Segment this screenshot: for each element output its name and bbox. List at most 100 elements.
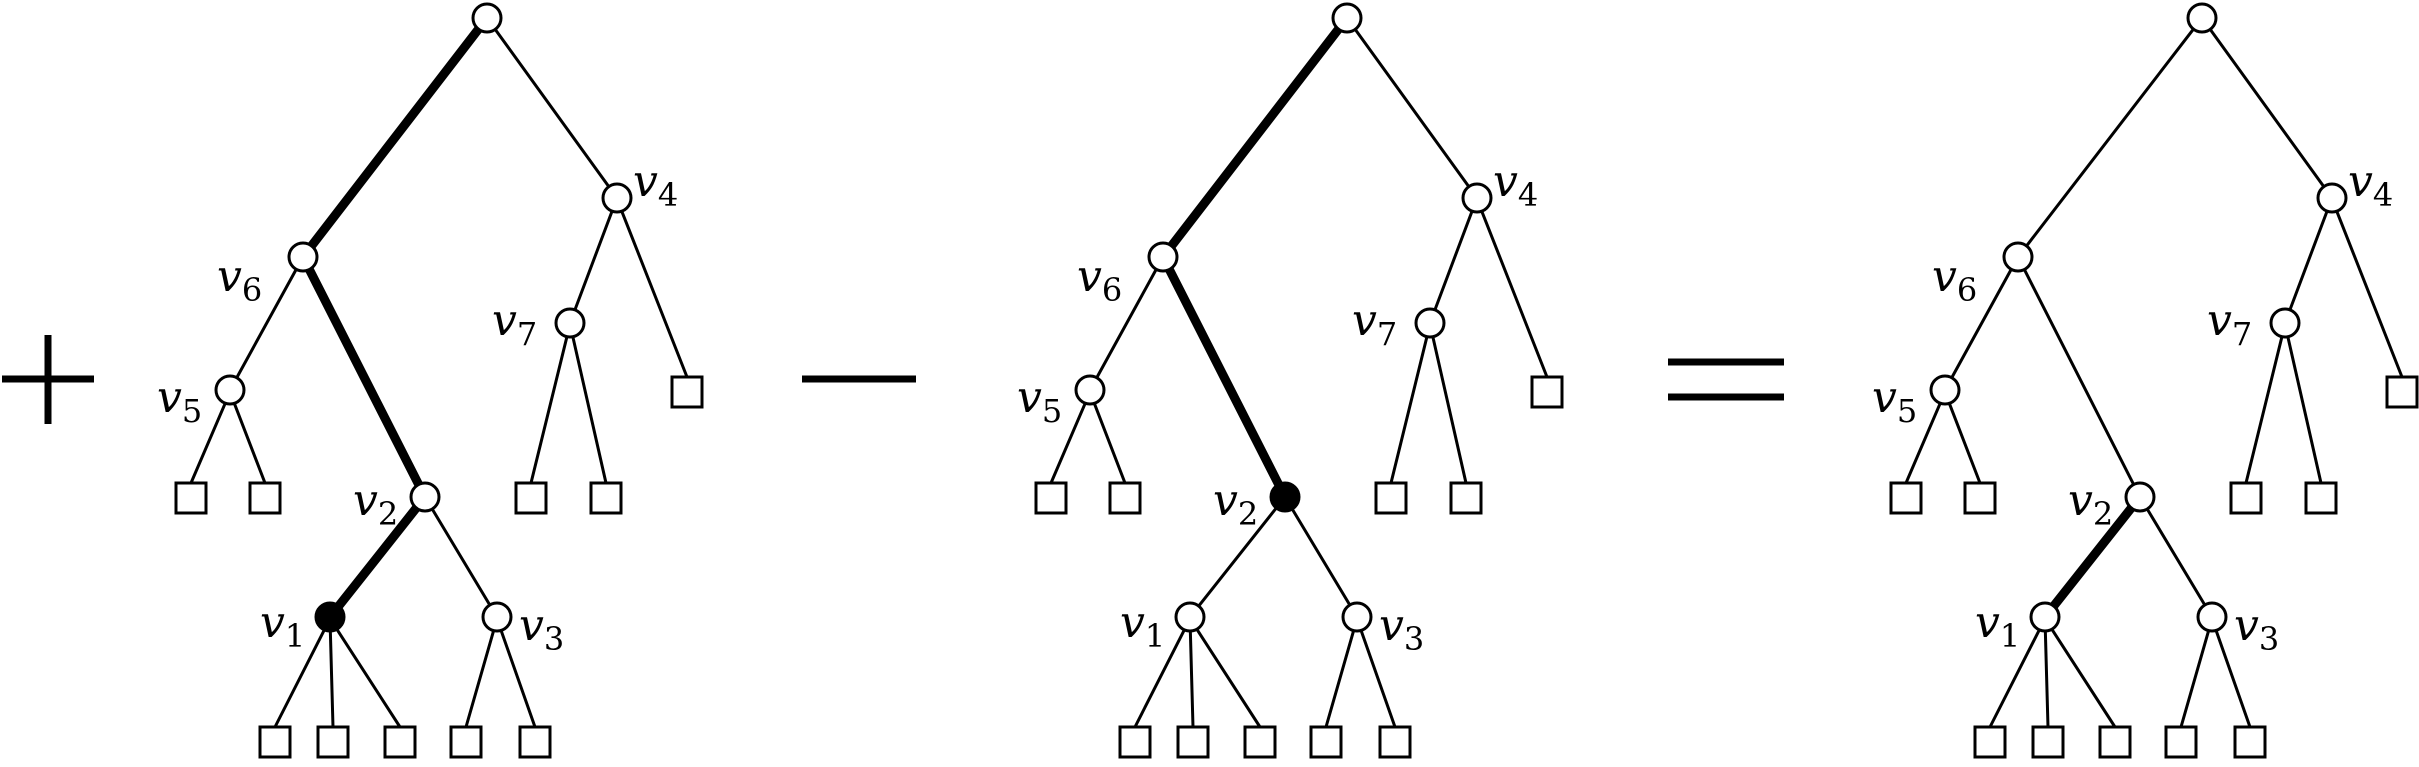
leaf-square: [518, 725, 552, 759]
edge-v6-v2-highlighted: [1164, 264, 1284, 490]
leaf-square: [1176, 725, 1210, 759]
label-base: v: [633, 156, 658, 207]
leaf-square: [1378, 725, 1412, 759]
node-label-v4: v4: [633, 156, 678, 214]
label-base: v: [1352, 295, 1377, 346]
label-subscript: 3: [1404, 620, 1424, 658]
leaf-square: [670, 375, 704, 409]
label-subscript: 6: [1102, 271, 1122, 309]
node-label-v3: v3: [1379, 600, 1424, 658]
label-base: v: [519, 600, 544, 651]
leaf-square: [2233, 725, 2267, 759]
node-root: [471, 2, 503, 34]
leaf-square: [1973, 725, 2007, 759]
label-base: v: [2207, 295, 2232, 346]
leaf-square: [1309, 725, 1343, 759]
label-base: v: [492, 295, 517, 346]
node-label-v1: v1: [1120, 597, 1165, 655]
label-subscript: 2: [378, 495, 398, 533]
node-label-v1: v1: [260, 597, 305, 655]
edge-root-v4: [493, 27, 611, 189]
node-v7: [554, 307, 586, 339]
edge-v4-L4: [1480, 209, 1549, 379]
node-root: [1331, 2, 1363, 34]
edge-root-v4: [2208, 27, 2326, 189]
edge-v2-v1-highlighted: [334, 503, 421, 611]
edge-root-v6: [2025, 27, 2195, 248]
node-v3: [1341, 601, 1373, 633]
edge-v5-L5a: [1049, 401, 1087, 485]
label-subscript: 1: [285, 617, 305, 655]
node-v6: [1147, 241, 1179, 273]
label-base: v: [2348, 156, 2373, 207]
leaf-square: [1118, 725, 1152, 759]
edge-v1-L1c: [2050, 627, 2117, 729]
label-base: v: [217, 251, 242, 302]
node-label-v6: v6: [1077, 251, 1122, 309]
leaf-square: [2385, 375, 2419, 409]
node-v1-filled: [314, 601, 346, 633]
tree-edges: [1904, 27, 2404, 729]
tree-leaves: [1034, 375, 1564, 759]
node-v6: [287, 241, 319, 273]
leaf-square: [174, 481, 208, 515]
node-label-v7: v7: [1352, 295, 1397, 353]
edge-v3-L3b: [1359, 628, 1397, 729]
edge-v5-L5b: [232, 401, 267, 485]
node-v3: [2196, 601, 2228, 633]
label-subscript: 6: [1957, 271, 1977, 309]
node-v2: [2124, 481, 2156, 513]
label-base: v: [1077, 251, 1102, 302]
label-base: v: [1379, 600, 1404, 651]
edge-v7-L7a: [1389, 335, 1429, 485]
node-v5: [214, 374, 246, 406]
leaf-square: [1108, 481, 1142, 515]
edge-v7-L7b: [2286, 335, 2323, 485]
edge-v4-L4: [620, 209, 689, 379]
edge-v3-L3b: [499, 628, 537, 729]
leaf-square: [258, 725, 292, 759]
leaf-square: [2031, 725, 2065, 759]
node-v4: [2316, 182, 2348, 214]
node-root: [2186, 2, 2218, 34]
edge-v2-v3: [2145, 507, 2207, 607]
edge-v2-v1: [1197, 506, 1278, 608]
label-subscript: 4: [2373, 176, 2393, 214]
label-subscript: 1: [2000, 617, 2020, 655]
label-base: v: [2234, 600, 2259, 651]
equals-operator: [1668, 358, 1784, 401]
label-base: v: [1493, 156, 1518, 207]
edge-v7-L7b: [1431, 335, 1468, 485]
leaf-square: [1243, 725, 1277, 759]
node-label-v4: v4: [1493, 156, 1538, 214]
edge-v1-L1a: [1988, 628, 2041, 729]
leaf-square: [1449, 481, 1483, 515]
node-v5: [1074, 374, 1106, 406]
tree-nodes: [1929, 2, 2348, 633]
tree-leaves: [174, 375, 704, 759]
tree-nodes: [1074, 2, 1493, 633]
label-base: v: [2068, 475, 2093, 526]
plus-operator: [2, 335, 94, 424]
node-label-v1: v1: [1975, 597, 2020, 655]
leaf-square: [1374, 481, 1408, 515]
label-base: v: [1120, 597, 1145, 648]
label-subscript: 3: [2259, 620, 2279, 658]
node-label-v2: v2: [353, 475, 398, 533]
node-v2-filled: [1269, 481, 1301, 513]
leaf-square: [1530, 375, 1564, 409]
node-v3: [481, 601, 513, 633]
node-label-v5: v5: [1872, 372, 1917, 430]
edge-v7-L7b: [571, 335, 608, 485]
node-v1: [2029, 601, 2061, 633]
node-v5: [1929, 374, 1961, 406]
node-label-v5: v5: [1017, 372, 1062, 430]
operators: [2, 335, 1784, 424]
edge-v6-v2-highlighted: [304, 264, 424, 490]
edge-v2-v3: [430, 507, 492, 607]
